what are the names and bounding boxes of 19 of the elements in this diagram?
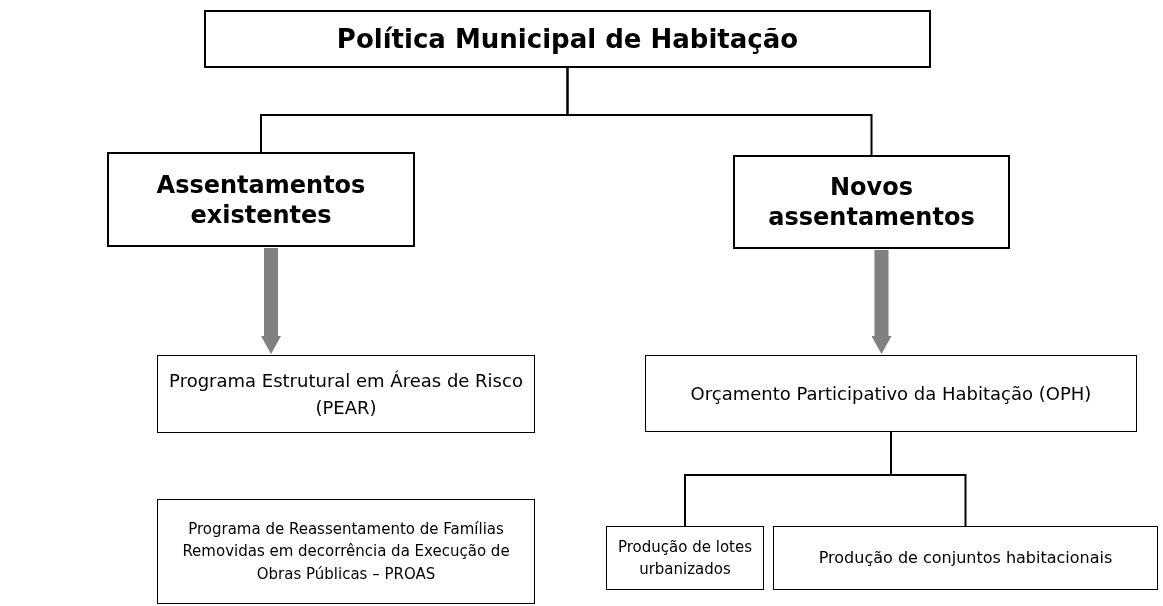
node-label: Produção de conjuntos habitacionais — [818, 547, 1113, 569]
block-arrow — [261, 248, 281, 354]
subprogram-box — [606, 526, 764, 590]
connector-line — [566, 67, 873, 156]
program-box — [645, 355, 1137, 432]
node-label: Produção de lotes urbanizados — [617, 536, 753, 580]
subprogram-box — [773, 526, 1158, 590]
node-label: Assentamentos existentes — [155, 169, 367, 230]
program-box — [157, 499, 535, 604]
node-label: Política Municipal de Habitação — [336, 22, 799, 56]
connector-line — [890, 431, 967, 527]
program-box — [157, 355, 535, 433]
node-label: Orçamento Participativo da Habitação (OPH) — [690, 382, 1092, 406]
category-box — [107, 152, 415, 247]
node-label: Novos assentamentos — [767, 172, 976, 232]
category-box — [733, 155, 1010, 249]
node-label: Programa Estrutural em Áreas de Risco (PEAR) — [168, 369, 524, 420]
title-box — [204, 10, 931, 68]
node-label: Programa de Reassentamento de Famílias Removidas em decorrência da Execução de Obras Públicas – PROAS — [181, 518, 511, 585]
